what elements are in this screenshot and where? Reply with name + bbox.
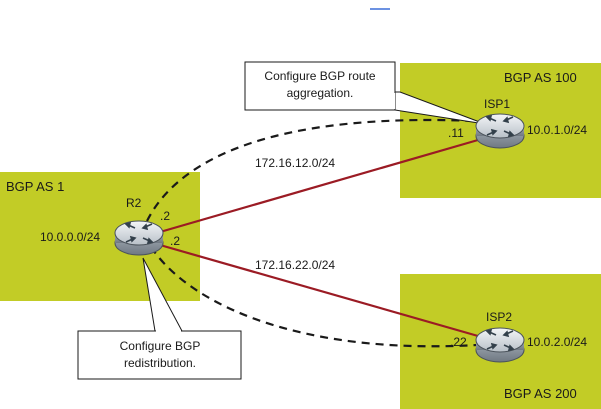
callout-aggregation-line2: aggregation. [287,86,354,100]
router-isp2-network: 10.0.2.0/24 [527,335,587,349]
link-r2-isp2-subnet: 172.16.22.0/24 [255,258,335,272]
bgp-session-r2-isp2 [150,246,478,348]
router-icon[interactable] [114,220,164,256]
router-r2-port-bottom: .2 [170,234,180,248]
zone-as1-label: BGP AS 1 [6,179,64,194]
router-icon[interactable] [475,113,525,149]
link-r2-isp1 [159,138,479,234]
link-r2-isp2 [159,243,479,338]
router-r2-name: R2 [126,196,142,210]
zone-as200-label: BGP AS 200 [504,386,577,401]
router-isp1-network: 10.0.1.0/24 [527,123,587,137]
link-r2-isp1-subnet: 172.16.12.0/24 [255,156,335,170]
router-isp1-port: .11 [448,126,464,140]
callout-redistribution-line2: redistribution. [124,356,196,370]
router-isp2-port: .22 [450,335,467,349]
router-r2-port-top: .2 [160,209,170,223]
callout-redistribution-line1: Configure BGP [120,339,201,353]
zone-as100-label: BGP AS 100 [504,70,577,85]
router-isp2-name: ISP2 [486,310,512,324]
callout-redistribution: Configure BGP redistribution. [77,257,242,380]
router-r2-network: 10.0.0.0/24 [40,230,100,244]
router-isp1-name: ISP1 [484,97,510,111]
callout-aggregation: Configure BGP route aggregation. [244,61,486,125]
bgp-session-r2-isp1 [146,119,476,222]
callout-aggregation-line1: Configure BGP route [264,69,376,83]
router-icon[interactable] [475,327,525,363]
